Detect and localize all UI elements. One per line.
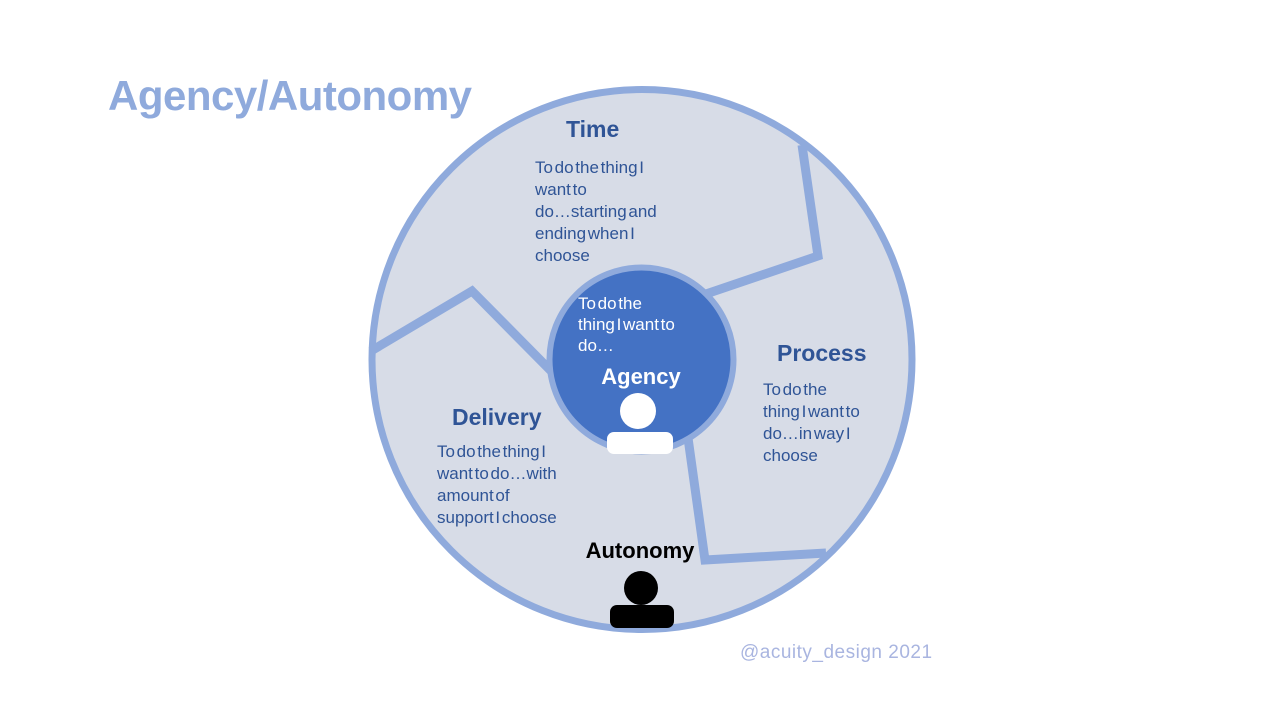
text-line: choose xyxy=(535,246,590,265)
attribution: @acuity_design 2021 xyxy=(740,642,933,663)
text-line: thing I want to xyxy=(763,402,860,421)
agency-person-icon xyxy=(607,393,673,454)
process-description: To do the thing I want to do…in way I ch… xyxy=(763,379,860,467)
agency-label: Agency xyxy=(601,364,681,389)
text-line: do…starting and xyxy=(535,202,657,221)
slide-title: Agency/Autonomy xyxy=(108,72,472,119)
text-line: thing I want to xyxy=(578,315,675,334)
divider-process-delivery xyxy=(683,437,827,565)
time-heading: Time xyxy=(566,116,620,142)
text-line: do… xyxy=(578,336,614,355)
text-line: To do the thing I xyxy=(437,442,546,461)
text-line: choose xyxy=(763,446,818,465)
divider-time-process xyxy=(701,144,823,300)
text-line: amount of xyxy=(437,486,510,505)
text-line: support I choose xyxy=(437,508,557,527)
autonomy-label: Autonomy xyxy=(585,538,695,563)
process-heading: Process xyxy=(777,340,867,366)
text-line: To do the xyxy=(578,294,642,313)
time-description: To do the thing I want to do…starting an… xyxy=(535,157,657,267)
divider-delivery-time xyxy=(368,285,559,379)
text-line: want to do…with xyxy=(437,464,557,483)
text-line: To do the thing I xyxy=(535,158,644,177)
text-line: want to xyxy=(535,180,587,199)
delivery-description: To do the thing I want to do…with amount… xyxy=(437,441,557,529)
delivery-heading: Delivery xyxy=(452,404,542,430)
autonomy-person-icon xyxy=(610,571,674,628)
text-line: do…in way I xyxy=(763,424,851,443)
text-line: To do the xyxy=(763,380,827,399)
text-line: ending when I xyxy=(535,224,635,243)
center-description: To do the thing I want to do… xyxy=(578,293,675,356)
